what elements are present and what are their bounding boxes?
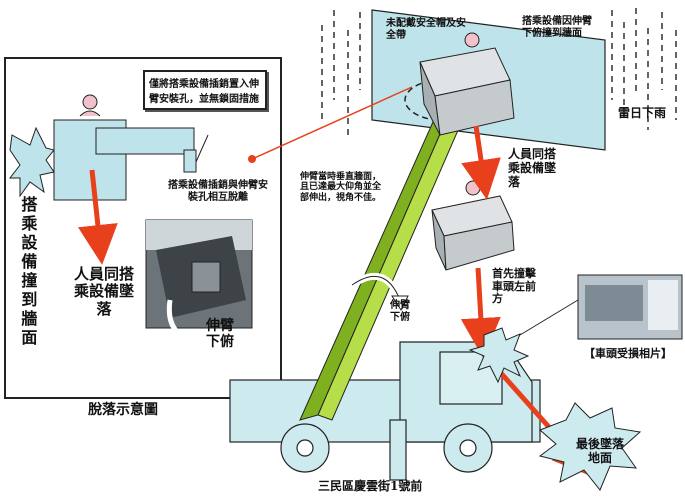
inset-note-box: 僅將搭乘設備插銷置入伸臂安裝孔，並無鎖固措施 xyxy=(143,70,267,110)
people-fall-label: 人員同搭乘設備墜落 xyxy=(508,147,557,189)
inset-pin-text: 搭乘設備插銷與伸臂安裝孔相互脫離 xyxy=(168,180,268,203)
inset-photo-label: 伸臂下俯 xyxy=(206,318,234,351)
final-fall-label: 最後墜落地面 xyxy=(575,437,624,465)
platform-top xyxy=(419,47,515,136)
inset-photo-arrow xyxy=(166,299,197,345)
no-helmet-label: 未配戴安全帽及安全帶 xyxy=(386,18,466,41)
boom-note: 伸臂當時垂直牆面，且已達最大仰角並全部伸出，視角不佳。 xyxy=(300,172,382,203)
inset-worker-head xyxy=(82,94,98,110)
inset-pin xyxy=(183,149,197,173)
inset-impact-burst xyxy=(8,126,55,198)
rain-label: 雷日下雨 xyxy=(618,106,667,120)
callout-line xyxy=(249,86,413,161)
hit-wall-label: 搭乘設備因伸臂下俯撞到牆面 xyxy=(522,16,592,39)
impact-burst-ground xyxy=(538,402,642,491)
inset-side-text: 搭乘設備撞到牆面 xyxy=(18,196,38,348)
platform-falling xyxy=(431,195,515,271)
first-hit-label: 首先撞擊車頭左前方 xyxy=(492,267,536,306)
worker-head-top xyxy=(464,32,480,48)
worker-head-falling xyxy=(465,180,481,196)
inset-pin-arm xyxy=(95,127,195,155)
location-label: 三民區慶雲街1號前 xyxy=(318,479,423,493)
fall-arrow-1 xyxy=(461,125,501,200)
boom-down-label: 伸臂下俯 xyxy=(390,300,410,323)
inset-fall-arrow xyxy=(77,169,118,265)
impact-burst-truck xyxy=(468,327,530,384)
inset-caption: 脫落示意圖 xyxy=(88,402,158,418)
inset-fall-text: 人員同搭乘設備墜落 xyxy=(73,265,134,318)
truck-photo-caption: 【車頭受損相片】 xyxy=(584,347,672,360)
fall-arrow-2 xyxy=(460,267,501,358)
rain-lines xyxy=(321,8,677,135)
